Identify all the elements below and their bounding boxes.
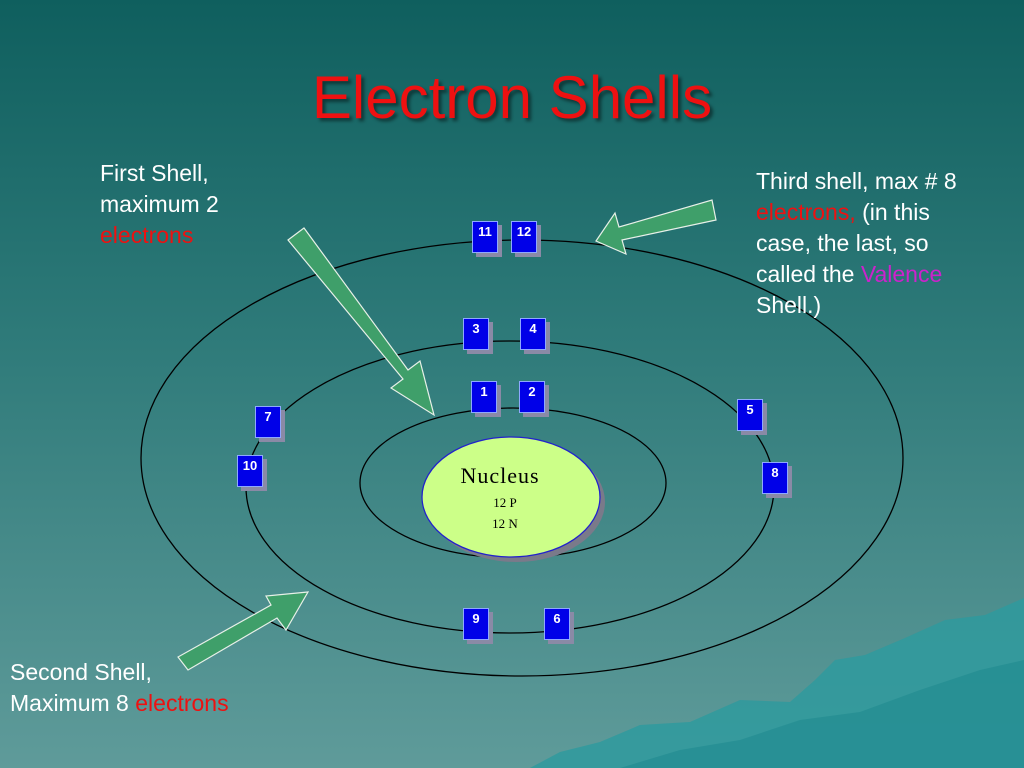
callout-third-line5: Shell.) [756,292,822,318]
callout-first-line1: First Shell, [100,160,209,186]
callout-first-highlight: electrons [100,222,194,248]
electron-8: 8 [762,462,788,494]
callout-third-valence: Valence [860,261,943,287]
nucleus [421,436,601,558]
callout-second-shell: Second Shell, Maximum 8 electrons [10,657,290,719]
callout-third-after-red: (in this [862,199,930,225]
callout-third-line3: case, the last, so [756,230,929,256]
callout-third-line2: electrons, (in this [756,197,996,228]
arrow-third-shell [595,199,717,256]
callout-third-line4-prefix: called the [756,261,855,287]
nucleus-neutrons: 12 N [492,516,518,531]
arrow-second-shell [177,591,310,671]
callout-third-shell: Third shell, max # 8 electrons, (in this… [756,166,996,321]
callout-second-line1: Second Shell, [10,659,152,685]
callout-second-prefix: Maximum 8 [10,690,129,716]
electron-11: 11 [472,221,498,253]
nucleus-protons: 12 P [493,495,517,510]
electron-10: 10 [237,455,263,487]
callout-first-line2: maximum 2 [100,191,219,217]
electron-1: 1 [471,381,497,413]
electron-9: 9 [463,608,489,640]
electron-3: 3 [463,318,489,350]
callout-third-line1: Third shell, max # 8 [756,168,957,194]
electron-7: 7 [255,406,281,438]
callout-second-line2: Maximum 8 electrons [10,688,290,719]
callout-third-line4: called the Valence [756,259,996,290]
electron-2: 2 [519,381,545,413]
mountain-decoration-front [620,660,1024,768]
nucleus-label: Nucleus [460,463,540,488]
slide-title: Electron Shells [311,64,713,131]
electron-12: 12 [511,221,537,253]
electron-6: 6 [544,608,570,640]
arrow-first-shell [287,227,435,417]
electron-5: 5 [737,399,763,431]
callout-third-highlight-red: electrons, [756,199,856,225]
electron-4: 4 [520,318,546,350]
callout-second-highlight: electrons [135,690,229,716]
callout-first-shell: First Shell, maximum 2 electrons [100,158,300,251]
